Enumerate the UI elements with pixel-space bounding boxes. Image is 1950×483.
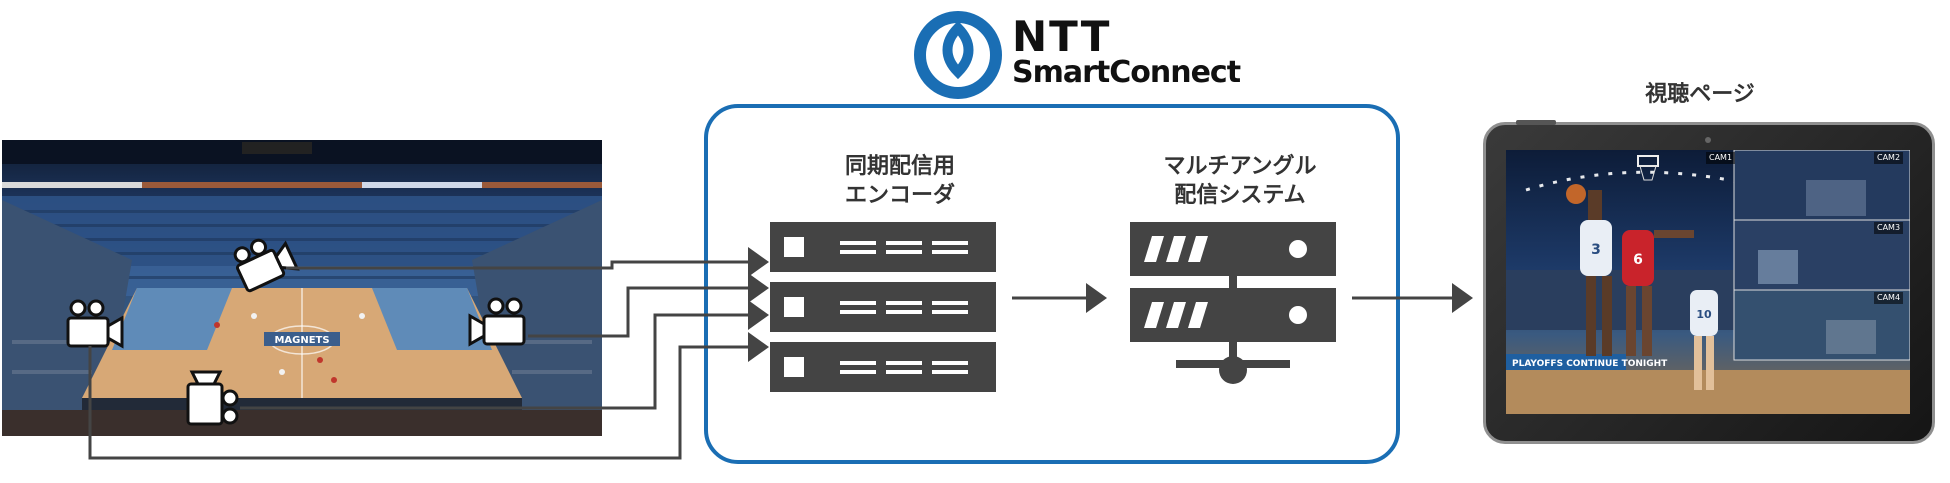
tablet-camera-dot: [1705, 137, 1711, 143]
server-icon: [770, 222, 996, 272]
multi-angle-system-label: マルチアングル 配信システム: [1100, 152, 1380, 210]
court-signage: MAGNETS: [274, 335, 329, 346]
brand-subname: SmartConnect: [1012, 55, 1241, 90]
network-icon: [1176, 342, 1290, 384]
tablet-signage: PLAYOFFS CONTINUE TONIGHT: [1512, 359, 1668, 369]
system-label-line1: マルチアングル: [1163, 154, 1317, 179]
tablet-button: [1516, 120, 1556, 125]
angle-thumbnails: [1733, 150, 1910, 361]
encoder-stack: [770, 222, 996, 392]
viewing-page-label: 視聴ページ: [1645, 82, 1755, 107]
encoder-label-line2: エンコーダ: [844, 183, 955, 208]
camera-icon: [468, 297, 526, 347]
cam-label-1[interactable]: CAM1: [1706, 152, 1736, 164]
server-icon: [1130, 288, 1336, 342]
svg-text:3: 3: [1591, 242, 1601, 258]
server-icon: [1130, 222, 1336, 276]
camera-icon: [186, 370, 239, 426]
system-boundary: [704, 104, 1400, 464]
cam-label-3[interactable]: CAM3: [1874, 222, 1904, 234]
svg-text:10: 10: [1696, 308, 1712, 321]
game-video: PLAYOFFS CONTINUE TONIGHT 3 6 10: [1506, 150, 1910, 414]
ntt-logo-icon: [914, 11, 1002, 99]
encoder-label: 同期配信用 エンコーダ: [770, 152, 1030, 210]
server-icon: [770, 282, 996, 332]
server-icon: [770, 342, 996, 392]
brand-name: NTT: [1012, 12, 1112, 61]
tablet-screen: PLAYOFFS CONTINUE TONIGHT 3 6 10: [1506, 150, 1910, 414]
encoder-label-line1: 同期配信用: [844, 154, 955, 179]
camera-icon: [66, 299, 124, 349]
system-label-line2: 配信システム: [1174, 183, 1306, 208]
cam-label-4[interactable]: CAM4: [1874, 292, 1904, 304]
cam-label-2[interactable]: CAM2: [1874, 152, 1904, 164]
distribution-system-stack: [1130, 222, 1336, 384]
camera-icon: [233, 238, 300, 293]
svg-text:6: 6: [1633, 252, 1643, 268]
